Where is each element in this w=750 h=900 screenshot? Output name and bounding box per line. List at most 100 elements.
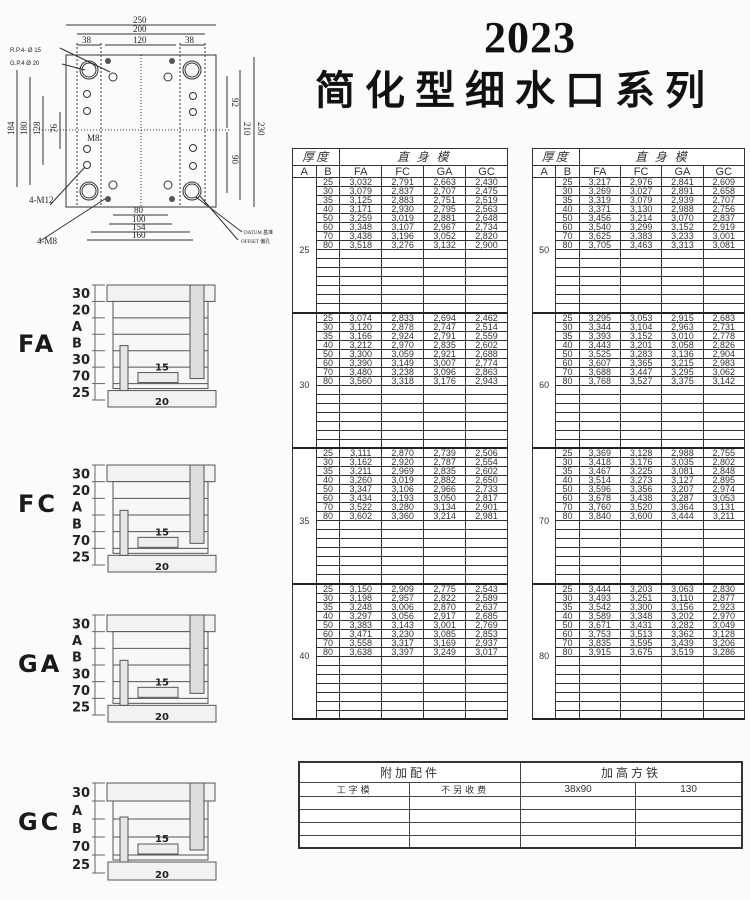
price-cell: 3,238 [381, 366, 425, 377]
svg-text:B: B [72, 337, 82, 352]
price-cell: 2,853 [465, 628, 508, 639]
svg-text:OFFSET 偏孔: OFFSET 偏孔 [241, 238, 270, 245]
price-cell: 2,957 [381, 592, 425, 603]
col-fc-header: FC [381, 165, 425, 178]
price-cell: 3,007 [423, 357, 467, 368]
svg-text:70: 70 [72, 840, 90, 855]
price-cell: 3,017 [465, 646, 508, 657]
plate-b-thickness: 25 [315, 583, 341, 594]
price-cell: 2,924 [381, 330, 425, 341]
plate-b-thickness: 40 [555, 610, 580, 621]
price-cell: 2,900 [465, 240, 508, 250]
plate-b-thickness: 70 [555, 637, 580, 648]
plate-b-thickness: 30 [315, 592, 341, 603]
table-row [293, 700, 508, 711]
plate-b-thickness: 80 [555, 646, 580, 657]
price-cell: 2,688 [465, 348, 508, 359]
table-row [533, 267, 746, 277]
col-fa-header: FA [339, 165, 383, 178]
table-row [533, 682, 746, 693]
svg-text:38: 38 [185, 35, 195, 45]
table-row [533, 538, 746, 548]
price-cell: 2,559 [465, 330, 508, 341]
price-cell: 3,390 [339, 357, 383, 368]
mold-type-label: GC [18, 808, 62, 836]
table-row [293, 276, 508, 286]
table-row [533, 249, 746, 259]
svg-text:70: 70 [72, 684, 90, 699]
price-cell: 3,915 [578, 646, 621, 657]
price-cell: 2,683 [702, 312, 746, 323]
table-row [533, 303, 746, 314]
plate-b-thickness: 70 [555, 366, 580, 377]
table-row [293, 303, 508, 314]
price-cell: 3,300 [339, 348, 383, 359]
price-cell: 3,049 [702, 619, 746, 630]
table-row [533, 276, 746, 286]
mold-type-header: 直 身 模 [578, 148, 746, 166]
plate-b-thickness: 60 [315, 628, 341, 639]
price-cell: 3,150 [339, 583, 383, 594]
plate-b-thickness: 50 [315, 348, 341, 359]
price-cell: 3,297 [339, 610, 383, 621]
price-cell: 3,295 [578, 312, 621, 323]
svg-text:250: 250 [133, 15, 147, 25]
mold-type-label: FC [18, 490, 59, 518]
col-a-header: A [292, 165, 317, 178]
table-row [293, 709, 508, 720]
plate-a-thickness: 25 [292, 177, 317, 314]
price-cell: 2,917 [423, 610, 467, 621]
price-cell: 2,826 [702, 339, 746, 350]
price-cell: 3,558 [339, 637, 383, 648]
price-cell: 3,056 [381, 610, 425, 621]
svg-text:A: A [72, 804, 82, 819]
price-cell: 3,143 [381, 619, 425, 630]
price-cell: 3,249 [423, 646, 467, 657]
table-row [533, 574, 746, 585]
svg-text:70: 70 [72, 369, 90, 384]
table-row [533, 673, 746, 684]
price-cell: 2,878 [381, 321, 425, 332]
price-cell: 3,383 [339, 619, 383, 630]
price-cell: 3,447 [619, 366, 663, 377]
table-row [293, 529, 508, 539]
col-b-header: B [555, 165, 580, 178]
plate-a-thickness: 60 [531, 312, 557, 449]
svg-text:A: A [72, 634, 82, 649]
table-row [533, 393, 746, 404]
plate-b-thickness: 30 [555, 321, 580, 332]
col-fc-header: FC [619, 165, 663, 178]
svg-text:25: 25 [72, 386, 90, 401]
plate-b-thickness: 70 [315, 637, 341, 648]
price-cell: 3,149 [381, 357, 425, 368]
table-row [533, 556, 746, 566]
price-cell: 3,062 [702, 366, 746, 377]
plate-b-thickness: 40 [315, 339, 341, 350]
table-row [533, 411, 746, 422]
price-cell: 3,169 [423, 637, 467, 648]
price-cell: 2,943 [465, 375, 508, 386]
price-cell: 3,215 [661, 357, 704, 368]
svg-text:15: 15 [155, 834, 169, 845]
plate-b-thickness: 80 [315, 240, 341, 250]
svg-text:R.P.4- Ø 15: R.P.4- Ø 15 [10, 48, 42, 54]
price-cell: 2,937 [465, 637, 508, 648]
svg-text:A: A [72, 501, 82, 516]
table-row [533, 565, 746, 575]
price-cell: 3,096 [423, 366, 467, 377]
col-b-header: B [315, 165, 341, 178]
